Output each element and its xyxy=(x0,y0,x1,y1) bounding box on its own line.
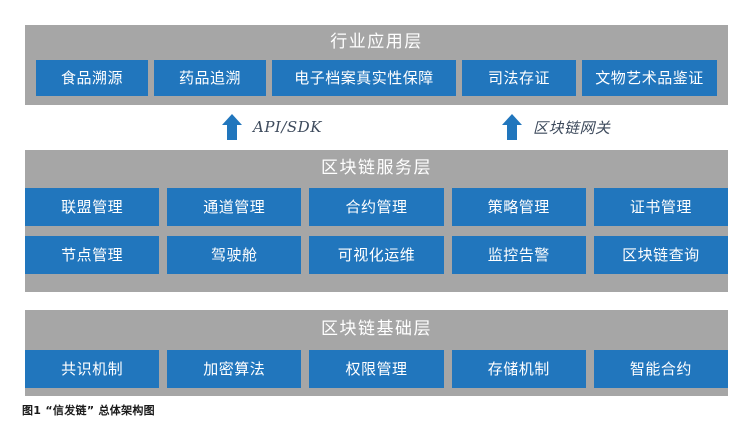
service-box-certificate-management[interactable]: 证书管理 xyxy=(593,188,729,226)
service-box-blockchain-query[interactable]: 区块链查询 xyxy=(593,236,729,274)
connector-band: API/SDK 区块链网关 xyxy=(25,105,728,150)
service-box-policy-management[interactable]: 策略管理 xyxy=(451,188,586,226)
service-box-monitoring-alarm[interactable]: 监控告警 xyxy=(451,236,586,274)
app-box-judicial-deposit[interactable]: 司法存证 xyxy=(462,60,576,96)
connector-label-api-sdk: API/SDK xyxy=(253,118,322,136)
up-arrow-icon xyxy=(501,113,523,141)
service-box-channel-management[interactable]: 通道管理 xyxy=(167,188,302,226)
base-layer-box-row: 共识机制 加密算法 权限管理 存储机制 智能合约 xyxy=(25,350,729,388)
up-arrow-icon xyxy=(221,113,243,141)
connector-blockchain-gateway: 区块链网关 xyxy=(501,113,611,141)
service-layer-box-row: 联盟管理 通道管理 合约管理 策略管理 证书管理 xyxy=(25,188,729,226)
base-layer-title: 区块链基础层 xyxy=(321,319,432,339)
service-box-node-management[interactable]: 节点管理 xyxy=(25,236,160,274)
application-layer-panel: 行业应用层 食品溯源 药品追溯 电子档案真实性保障 司法存证 文物艺术品鉴证 xyxy=(25,25,728,105)
service-box-alliance-management[interactable]: 联盟管理 xyxy=(25,188,160,226)
connector-api-sdk: API/SDK xyxy=(221,113,322,141)
base-box-permission-management[interactable]: 权限管理 xyxy=(309,350,444,388)
base-layer-panel: 区块链基础层 共识机制 加密算法 权限管理 存储机制 智能合约 xyxy=(25,310,729,396)
app-box-drug-traceability[interactable]: 药品追溯 xyxy=(154,60,266,96)
service-layer-title: 区块链服务层 xyxy=(321,158,432,178)
service-layer-panel: 区块链服务层 联盟管理 通道管理 合约管理 策略管理 证书管理 节点管理 驾驶舱… xyxy=(25,150,729,292)
service-box-contract-management[interactable]: 合约管理 xyxy=(309,188,444,226)
base-box-smart-contract[interactable]: 智能合约 xyxy=(593,350,729,388)
app-box-cultural-relic-appraisal[interactable]: 文物艺术品鉴证 xyxy=(582,60,717,96)
base-box-consensus-mechanism[interactable]: 共识机制 xyxy=(25,350,160,388)
service-layer-box-row: 节点管理 驾驶舱 可视化运维 监控告警 区块链查询 xyxy=(25,236,729,274)
app-box-food-traceability[interactable]: 食品溯源 xyxy=(36,60,148,96)
connector-label-blockchain-gateway: 区块链网关 xyxy=(533,118,611,137)
figure-caption: 图1 “信发链” 总体架构图 xyxy=(22,404,155,417)
application-layer-title: 行业应用层 xyxy=(330,32,423,52)
service-box-visual-operations[interactable]: 可视化运维 xyxy=(309,236,444,274)
base-box-storage-mechanism[interactable]: 存储机制 xyxy=(451,350,586,388)
app-box-electronic-archive-authenticity[interactable]: 电子档案真实性保障 xyxy=(272,60,456,96)
service-box-cockpit[interactable]: 驾驶舱 xyxy=(167,236,302,274)
application-layer-box-row: 食品溯源 药品追溯 电子档案真实性保障 司法存证 文物艺术品鉴证 xyxy=(25,60,728,96)
base-box-encryption-algorithm[interactable]: 加密算法 xyxy=(167,350,302,388)
